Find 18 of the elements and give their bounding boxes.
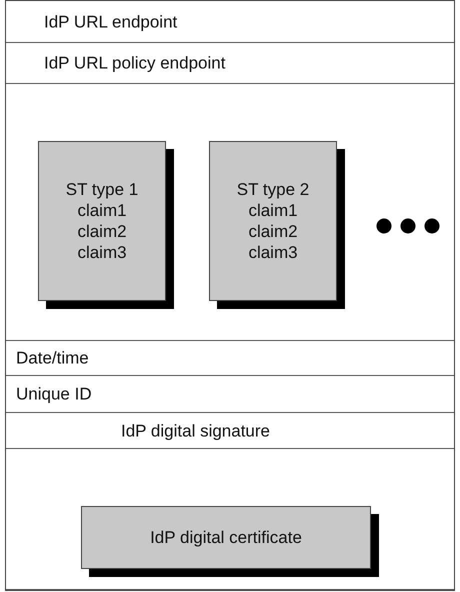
field-label: ST type 2	[236, 179, 310, 200]
card	[81, 506, 371, 569]
field-label: claim3	[77, 242, 127, 263]
field-label: claim2	[77, 221, 127, 242]
field-label: ST type 1	[66, 179, 138, 200]
field-label: Date/time	[16, 348, 89, 368]
field-label: IdP digital certificate	[150, 527, 302, 548]
field-label: claim1	[77, 200, 127, 221]
field-label: claim2	[248, 221, 298, 242]
field-label: claim1	[248, 200, 298, 221]
card	[38, 141, 166, 301]
field-label: claim3	[248, 242, 298, 263]
field-label: Unique ID	[16, 384, 92, 404]
card	[209, 141, 337, 301]
frame	[5, 0, 455, 591]
field-label: IdP URL endpoint	[44, 11, 178, 32]
field-label: IdP digital signature	[121, 420, 270, 441]
field-label: IdP URL policy endpoint	[44, 52, 226, 74]
